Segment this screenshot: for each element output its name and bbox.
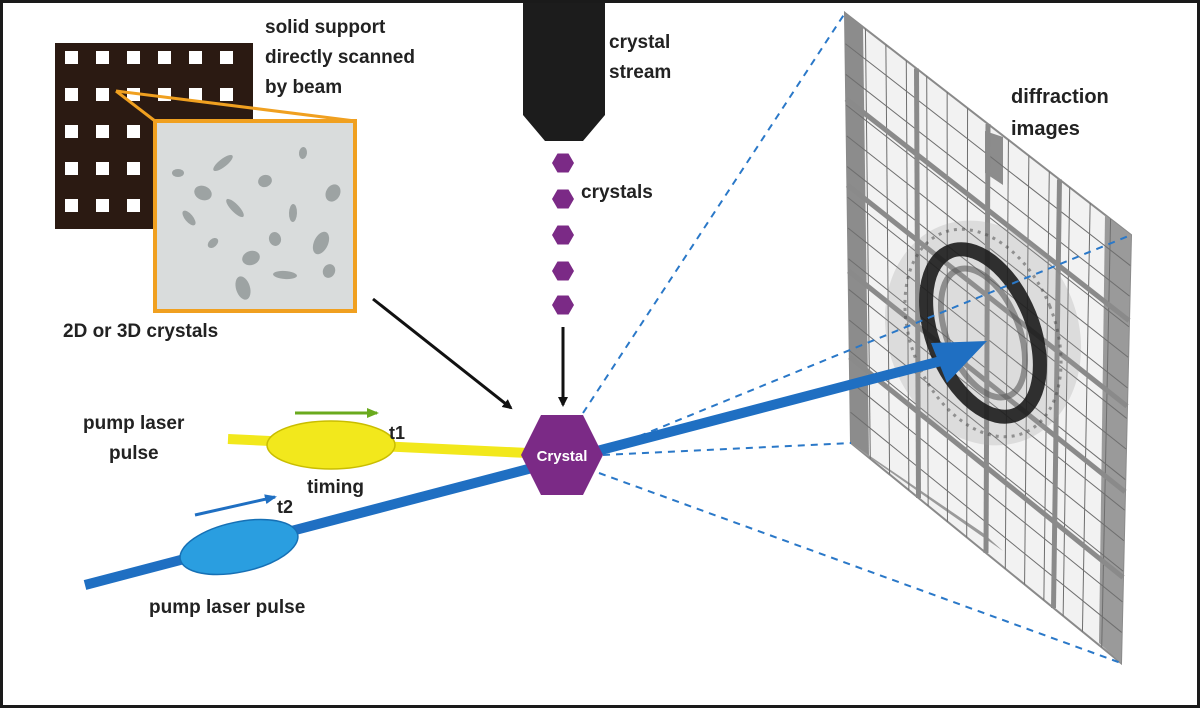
crystal-blob	[258, 174, 272, 188]
crystal-blob	[273, 270, 297, 280]
timing-label: timing	[307, 477, 364, 498]
support-square	[96, 51, 109, 64]
crystal-droplet	[552, 153, 574, 173]
support-square	[65, 125, 78, 138]
pump-yellow-pulse	[266, 420, 396, 470]
crystal-droplet	[552, 225, 574, 245]
support-square	[127, 162, 140, 175]
crystal-droplets	[552, 153, 574, 315]
support-square	[96, 125, 109, 138]
crystal-label: Crystal	[537, 448, 588, 465]
zoom-lines	[115, 89, 356, 123]
pump-laser-bottom-label: pump laser pulse	[149, 597, 305, 618]
t2-label: t2	[277, 497, 293, 517]
crystal-droplet	[552, 261, 574, 281]
t1-label: t1	[389, 423, 405, 443]
crystal-blob	[268, 232, 282, 246]
support-square	[65, 88, 78, 101]
crystals-2d3d-label: 2D or 3D crystals	[63, 321, 218, 342]
crystal-blob	[288, 204, 298, 222]
support-square	[220, 88, 233, 101]
t2-arrow	[194, 494, 277, 517]
support-square	[96, 199, 109, 212]
support-square	[127, 51, 140, 64]
crystal-blob	[213, 154, 233, 172]
support-square	[127, 199, 140, 212]
diffraction-detector	[843, 10, 1133, 666]
support-square	[96, 88, 109, 101]
crystal-blob	[172, 169, 184, 177]
crystal-blob	[182, 210, 196, 226]
support-square	[189, 51, 202, 64]
crystal-blob	[207, 238, 219, 248]
crystal-blob	[226, 198, 244, 218]
crystal-droplet	[552, 189, 574, 209]
crystal-blob	[312, 231, 330, 255]
xray-beam-arrowhead	[931, 341, 987, 383]
support-square	[189, 88, 202, 101]
crystal-blobs	[172, 147, 341, 300]
crystal-hexagon	[521, 415, 603, 495]
support-square	[127, 125, 140, 138]
support-square	[65, 51, 78, 64]
crystals-zoom-inset	[153, 119, 357, 313]
support-square	[158, 51, 171, 64]
diffraction-images-label: diffraction images	[1011, 86, 1114, 140]
crystal-blob	[298, 147, 308, 159]
nozzle	[523, 3, 605, 141]
diagram-canvas: Crystal solid support directly scanned b…	[55, 3, 1133, 666]
crystal-blob	[235, 276, 251, 300]
support-square	[65, 162, 78, 175]
solid-support-label: solid support directly scanned by beam	[265, 17, 420, 98]
support-square	[65, 199, 78, 212]
support-square	[220, 51, 233, 64]
support-arrow	[372, 297, 513, 410]
crystal-blob	[242, 250, 260, 266]
crystal-stream-label: crystal stream	[609, 32, 676, 83]
support-square	[96, 162, 109, 175]
pump-laser-top-label: pump laser pulse	[83, 413, 190, 464]
pump-blue-pulse	[179, 518, 299, 576]
crystal-blob	[325, 184, 341, 202]
crystal-blob	[194, 185, 212, 201]
crystal-droplet	[552, 295, 574, 315]
crystals-label: crystals	[581, 182, 653, 203]
crystal-blob	[322, 264, 336, 278]
projection-lines	[582, 12, 1132, 664]
